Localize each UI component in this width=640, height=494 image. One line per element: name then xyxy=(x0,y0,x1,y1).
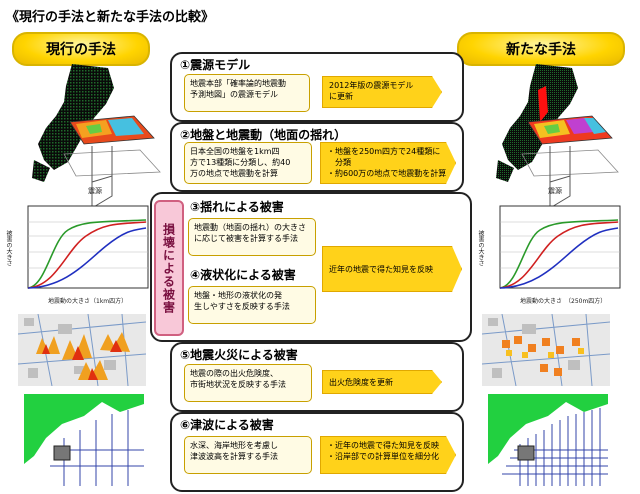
section-2-current: 日本全国の地盤を1km四 方で13種類に分類し、約40 万の地点で地震動を計算 xyxy=(184,142,312,184)
epicenter-label-current: 震源 xyxy=(88,187,102,195)
section-1-title: ①震源モデル xyxy=(180,58,251,72)
section-5-new-line: 出火危険度を更新 xyxy=(329,377,393,387)
section-5-current-line: 市街地状況を反映する手法 xyxy=(190,380,286,389)
section-6-current-line: 水深、海岸地形を考慮し xyxy=(190,441,278,450)
section-6-title: ⑥津波による被害 xyxy=(180,418,274,432)
section-4-current-line: 地盤・地形の液状化の発 xyxy=(194,291,282,300)
section-3-title: ③揺れによる被害 xyxy=(190,200,284,214)
earthquake-plate-model-new xyxy=(521,115,619,209)
header-current-method: 現行の手法 xyxy=(12,32,150,66)
section-3-4-new-line: 近年の地震で得た知見を反映 xyxy=(329,264,433,274)
tsunami-map-current xyxy=(24,394,144,486)
damage-by-collapse-label: 損壊による被害 xyxy=(154,200,184,336)
fire-map-current xyxy=(18,314,146,386)
section-4-current: 地盤・地形の液状化の発 生しやすさを反映する手法 xyxy=(188,286,316,324)
section-1-current: 地震本部「確率論的地震動 予測地図」の震源モデル xyxy=(184,74,310,112)
section-1-new-line: 2012年版の震源モデル xyxy=(329,81,414,90)
section-3-current-line: 地震動（地面の揺れ）の大きさ xyxy=(194,223,306,232)
curve-green xyxy=(27,219,147,289)
earthquake-plate-model-current xyxy=(63,115,161,209)
section-3-current: 地震動（地面の揺れ）の大きさ に応じて被害を計算する手法 xyxy=(188,218,316,256)
curve-red xyxy=(499,221,619,289)
section-6-new-line: ・近年の地震で得た知見を反映 xyxy=(327,441,439,450)
section-2-current-line: 方で13種類に分類し、約40 xyxy=(190,158,291,167)
damage-curve-chart-new xyxy=(499,205,621,289)
section-2-new: ・地盤を250m四方で24種類に 分類 ・約600万の地点で地震動を計算 xyxy=(320,142,456,184)
section-3-4-new: 近年の地震で得た知見を反映 xyxy=(322,246,462,292)
section-1-current-line: 地震本部「確率論的地震動 xyxy=(190,79,286,88)
section-3-current-line: に応じて被害を計算する手法 xyxy=(194,234,298,243)
section-1-current-line: 予測地図」の震源モデル xyxy=(190,90,278,99)
header-new-method: 新たな手法 xyxy=(457,32,625,66)
curve-blue xyxy=(27,227,147,289)
section-2-new-line: ・地盤を250m四方で24種類に xyxy=(327,147,441,156)
tsunami-map-new xyxy=(488,394,608,486)
section-1-new-line: に更新 xyxy=(329,92,353,101)
x-axis-label-current: 地震動の大きさ（1km四方） xyxy=(48,298,128,305)
section-6-new: ・近年の地震で得た知見を反映 ・沿岸部での計算単位を細分化 xyxy=(320,436,456,474)
section-5-current: 地震の際の出火危険度、 市街地状況を反映する手法 xyxy=(184,364,312,402)
japan-mesh-map-new xyxy=(496,64,578,182)
section-6-current: 水深、海岸地形を考慮し 津波波高を計算する手法 xyxy=(184,436,312,474)
section-4-current-line: 生しやすさを反映する手法 xyxy=(194,302,290,311)
curve-red xyxy=(27,221,147,289)
x-axis-label-new: 地震動の大きさ （250m四方） xyxy=(520,298,607,305)
page-title: 《現行の手法と新たな手法の比較》 xyxy=(6,10,215,25)
section-2-current-line: 万の地点で地震動を計算 xyxy=(190,169,278,178)
section-5-current-line: 地震の際の出火危険度、 xyxy=(190,369,278,378)
section-1-new: 2012年版の震源モデル に更新 xyxy=(322,76,442,108)
epicenter-label-new: 震源 xyxy=(548,187,562,195)
japan-mesh-map-current xyxy=(32,64,114,182)
fire-map-new xyxy=(482,314,610,386)
section-2-new-line: ・約600万の地点で地震動を計算 xyxy=(327,169,447,178)
damage-curve-chart-current xyxy=(27,205,149,289)
y-axis-label-current: 被害の大きさ xyxy=(5,230,12,266)
section-5-title: ⑤地震火災による被害 xyxy=(180,348,298,362)
section-6-new-line: ・沿岸部での計算単位を細分化 xyxy=(327,452,439,461)
section-2-current-line: 日本全国の地盤を1km四 xyxy=(190,147,280,156)
section-5-new: 出火危険度を更新 xyxy=(322,370,442,394)
curve-blue xyxy=(499,227,619,289)
section-4-title: ④液状化による被害 xyxy=(190,268,296,282)
curve-green xyxy=(499,219,619,289)
section-6-current-line: 津波波高を計算する手法 xyxy=(190,452,278,461)
y-axis-label-new: 被害の大きさ xyxy=(477,230,484,266)
section-2-new-line: 分類 xyxy=(327,158,351,167)
section-2-title: ②地盤と地震動（地面の揺れ） xyxy=(180,128,347,142)
